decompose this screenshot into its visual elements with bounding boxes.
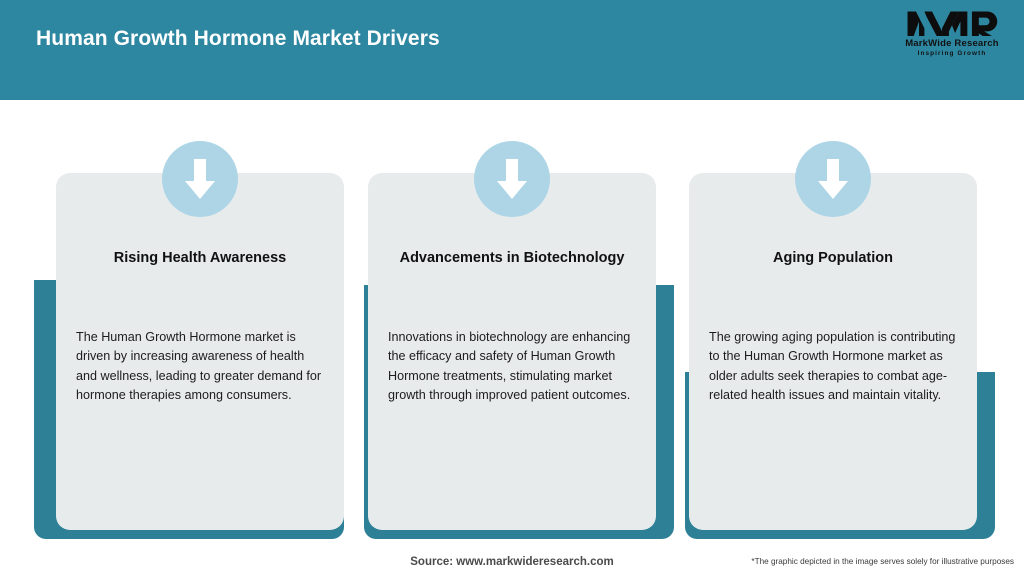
source-label: Source: www.markwideresearch.com — [410, 556, 614, 568]
mwr-monogram-icon — [907, 11, 998, 37]
drivers-card-group: Rising Health Awareness The Human Growth… — [0, 100, 1024, 540]
down-arrow-icon — [795, 141, 871, 217]
card-panel — [56, 173, 344, 530]
down-arrow-glyph — [185, 159, 215, 199]
card-title: Rising Health Awareness — [113, 250, 287, 266]
card-panel — [689, 173, 977, 530]
down-arrow-icon — [474, 141, 550, 217]
down-arrow-glyph — [497, 159, 527, 199]
logo-company-name: MarkWide Research — [905, 38, 999, 49]
card-title: Advancements in Biotechnology — [399, 250, 625, 266]
driver-card-3: Aging Population The growing aging popul… — [676, 100, 995, 540]
card-body-text: The Human Growth Hormone market is drive… — [76, 330, 322, 402]
disclaimer-note: *The graphic depicted in the image serve… — [751, 557, 1014, 566]
driver-card-2: Advancements in Biotechnology Innovation… — [355, 100, 674, 540]
card-body-text: Innovations in biotechnology are enhanci… — [388, 330, 631, 402]
driver-card-1: Rising Health Awareness The Human Growth… — [34, 100, 344, 540]
card-panel — [368, 173, 656, 530]
logo-tagline: Inspiring Growth — [917, 49, 987, 57]
header-banner: Human Growth Hormone Market Drivers Mark… — [0, 0, 1024, 100]
card-title: Aging Population — [772, 250, 893, 266]
down-arrow-icon — [162, 141, 238, 217]
down-arrow-glyph — [818, 159, 848, 199]
company-logo: MarkWide Research Inspiring Growth — [898, 8, 1006, 64]
card-body-text: The growing aging population is contribu… — [709, 330, 956, 402]
page-title: Human Growth Hormone Market Drivers — [36, 27, 440, 50]
